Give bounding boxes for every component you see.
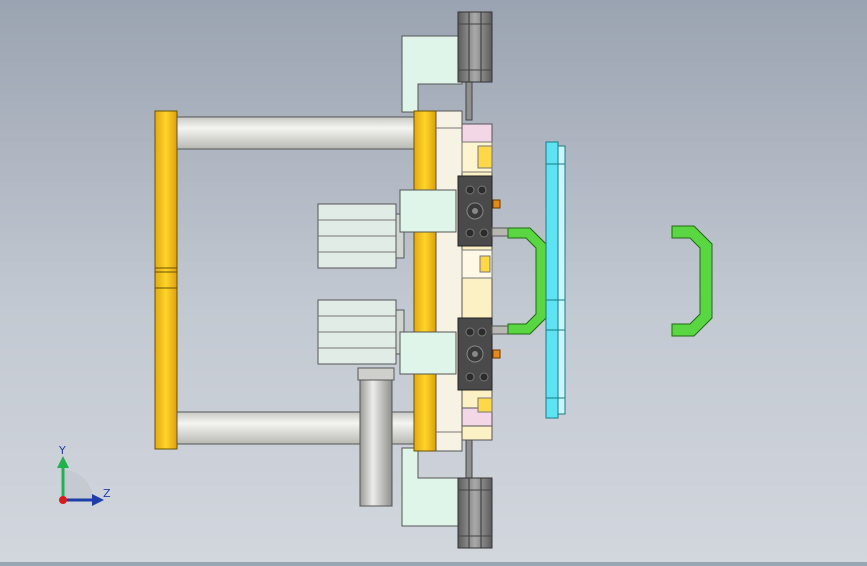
detached-green-handle [671,225,713,337]
bottom-spindle [465,439,473,483]
cyan-plate [545,141,566,419]
triad-quadrant [63,470,93,500]
top-bracket [401,35,463,113]
upper-shaft [491,227,511,237]
bottom-roller [457,477,493,549]
lower-cylinder [317,299,405,365]
lower-valve-block [457,317,493,391]
top-roller [457,11,493,83]
lower-shaft [491,325,511,335]
upper-guide-rod [176,116,416,150]
y-axis-arrowhead [57,456,69,468]
front-plate [461,123,493,441]
upper-cylinder [317,203,405,269]
main-mounting-plate [413,110,463,452]
lower-connector-block [399,331,457,375]
upper-valve-block [457,175,493,247]
x-axis-origin [59,496,67,504]
top-spindle [465,79,473,121]
left-end-plate [154,110,178,450]
upper-fitting [492,199,501,209]
upper-connector-block [399,189,457,233]
y-axis-label: Y [58,444,66,457]
coordinate-triad: Y Z [57,444,111,506]
bottom-bracket [401,447,463,527]
z-axis-label: Z [103,487,111,500]
vertical-post [357,367,395,507]
lower-fitting [492,349,501,359]
attached-green-handle [507,227,547,335]
z-axis-arrowhead [92,494,104,506]
